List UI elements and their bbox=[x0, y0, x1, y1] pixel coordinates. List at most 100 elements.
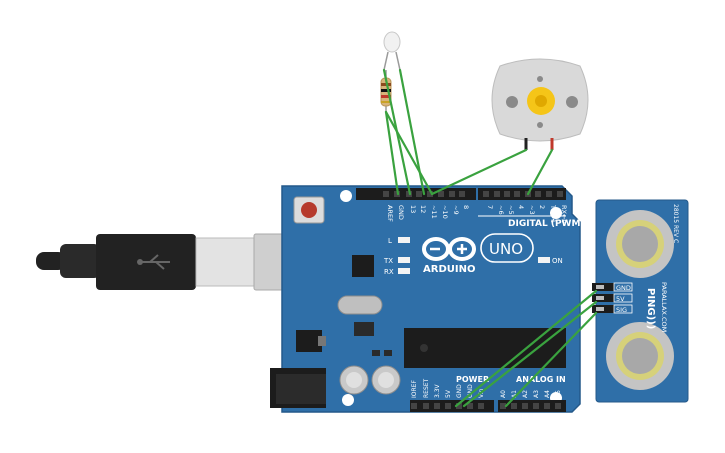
header-pin[interactable] bbox=[514, 191, 520, 197]
digital-pin-label: ~9 bbox=[452, 205, 460, 215]
bottom-pin-label: 3.3V bbox=[434, 383, 441, 398]
usb-cable[interactable] bbox=[36, 233, 325, 291]
sensor-pin-label: GND bbox=[616, 284, 631, 292]
bottom-pin-label: GND bbox=[467, 384, 474, 398]
digital-pin-label: 2 bbox=[538, 205, 546, 209]
brand-label: ARDUINO bbox=[423, 264, 475, 275]
wires bbox=[382, 68, 598, 408]
on-led-label: ON bbox=[552, 257, 563, 265]
usb-icon bbox=[137, 254, 170, 270]
header-pin[interactable] bbox=[459, 191, 465, 197]
gear-icon bbox=[527, 87, 555, 115]
sensor-transducer bbox=[606, 210, 674, 278]
header-pin[interactable] bbox=[533, 403, 539, 409]
header-pin[interactable] bbox=[500, 403, 506, 409]
digital-header[interactable] bbox=[356, 188, 566, 200]
power-label: POWER bbox=[456, 375, 489, 384]
voltage-regulator bbox=[296, 330, 322, 352]
small-chip bbox=[354, 322, 374, 336]
header-pin[interactable] bbox=[478, 403, 484, 409]
header-pin[interactable] bbox=[511, 403, 517, 409]
led[interactable] bbox=[383, 31, 401, 71]
sensor-pin-label: SIG bbox=[616, 306, 627, 314]
header-pin[interactable] bbox=[416, 191, 422, 197]
header-pin[interactable] bbox=[411, 403, 417, 409]
header-pin[interactable] bbox=[557, 191, 563, 197]
digital-pin-label: 7 bbox=[486, 205, 494, 209]
tx-led bbox=[398, 257, 410, 263]
header-pin[interactable] bbox=[383, 191, 389, 197]
power-jack[interactable] bbox=[270, 368, 326, 408]
header-pin[interactable] bbox=[522, 403, 528, 409]
crystal bbox=[337, 295, 383, 315]
digital-pin-label: ~3 bbox=[528, 205, 536, 215]
digital-pin-label: 12 bbox=[419, 205, 427, 213]
header-pin[interactable] bbox=[546, 191, 552, 197]
bottom-pin-label: IOREF bbox=[411, 380, 418, 398]
digital-pin-label: TX→1 bbox=[549, 204, 557, 223]
digital-pin-label: ~6 bbox=[497, 205, 505, 215]
header-pin[interactable] bbox=[438, 191, 444, 197]
header-pin[interactable] bbox=[483, 191, 489, 197]
digital-label: DIGITAL (PWM~) bbox=[508, 219, 592, 229]
rx-led bbox=[398, 268, 410, 274]
header-pin[interactable] bbox=[544, 403, 550, 409]
analog-label: ANALOG IN bbox=[516, 375, 566, 384]
bottom-pin-label: 5V bbox=[445, 389, 452, 398]
header-pin[interactable] bbox=[555, 403, 561, 409]
sensor-transducer bbox=[606, 322, 674, 390]
bottom-pin-label: A5 bbox=[555, 390, 562, 398]
header-pin[interactable] bbox=[467, 403, 473, 409]
digital-pin-label: GND bbox=[397, 205, 405, 220]
usb-chip bbox=[352, 255, 374, 277]
bottom-pin-label: RESET bbox=[423, 378, 430, 398]
mount-hole bbox=[340, 190, 352, 202]
power-analog-header[interactable] bbox=[410, 400, 566, 412]
mount-hole bbox=[342, 394, 354, 406]
bottom-pin-label: A1 bbox=[511, 390, 518, 398]
digital-pin-label: AREF bbox=[386, 205, 394, 222]
tx-led-label: TX bbox=[383, 257, 393, 265]
capacitor bbox=[371, 365, 401, 395]
digital-pin-label: 13 bbox=[409, 205, 417, 213]
model-label: UNO bbox=[489, 240, 523, 258]
l-led-label: L bbox=[388, 237, 392, 245]
header-pin[interactable] bbox=[427, 191, 433, 197]
digital-pin-label: ~11 bbox=[430, 205, 438, 219]
sensor-brand-label: PING))) bbox=[645, 288, 656, 329]
digital-pin-label: 8 bbox=[462, 205, 470, 209]
bottom-pin-label: A2 bbox=[522, 390, 529, 398]
digital-pin-label: 4 bbox=[517, 205, 525, 209]
header-pin[interactable] bbox=[445, 403, 451, 409]
sensor-part-label: 28015 REV C bbox=[672, 204, 679, 243]
sensor-maker-label: PARALLAX.COM bbox=[660, 282, 668, 332]
on-led bbox=[538, 257, 550, 263]
header-pin[interactable] bbox=[535, 191, 541, 197]
microcontroller-chip bbox=[404, 328, 566, 368]
bottom-pin-label: A0 bbox=[500, 390, 507, 398]
header-pin[interactable] bbox=[494, 191, 500, 197]
bottom-pin-label: A3 bbox=[533, 390, 540, 398]
reset-button[interactable] bbox=[293, 196, 325, 224]
capacitor bbox=[339, 365, 369, 395]
header-pin[interactable] bbox=[449, 191, 455, 197]
sensor-pin-label: 5V bbox=[616, 295, 625, 303]
header-pin[interactable] bbox=[456, 403, 462, 409]
bottom-pin-label: GND bbox=[456, 384, 463, 398]
l-led bbox=[398, 237, 410, 243]
sensor-pin-header[interactable]: GND 5V SIG bbox=[592, 282, 633, 314]
header-pin[interactable] bbox=[434, 403, 440, 409]
header-pin[interactable] bbox=[423, 403, 429, 409]
header-pin[interactable] bbox=[504, 191, 510, 197]
ping-sensor[interactable]: GND 5V SIG PING))) PARALLAX.COM 28015 REV … bbox=[592, 199, 689, 403]
digital-pin-label: ~10 bbox=[441, 205, 449, 219]
arduino-logo-icon bbox=[422, 237, 476, 261]
bottom-pin-label: A4 bbox=[544, 390, 551, 398]
dc-motor[interactable] bbox=[491, 58, 589, 150]
digital-pin-label: RX←0 bbox=[560, 205, 568, 224]
digital-pin-label: ~5 bbox=[507, 205, 515, 215]
